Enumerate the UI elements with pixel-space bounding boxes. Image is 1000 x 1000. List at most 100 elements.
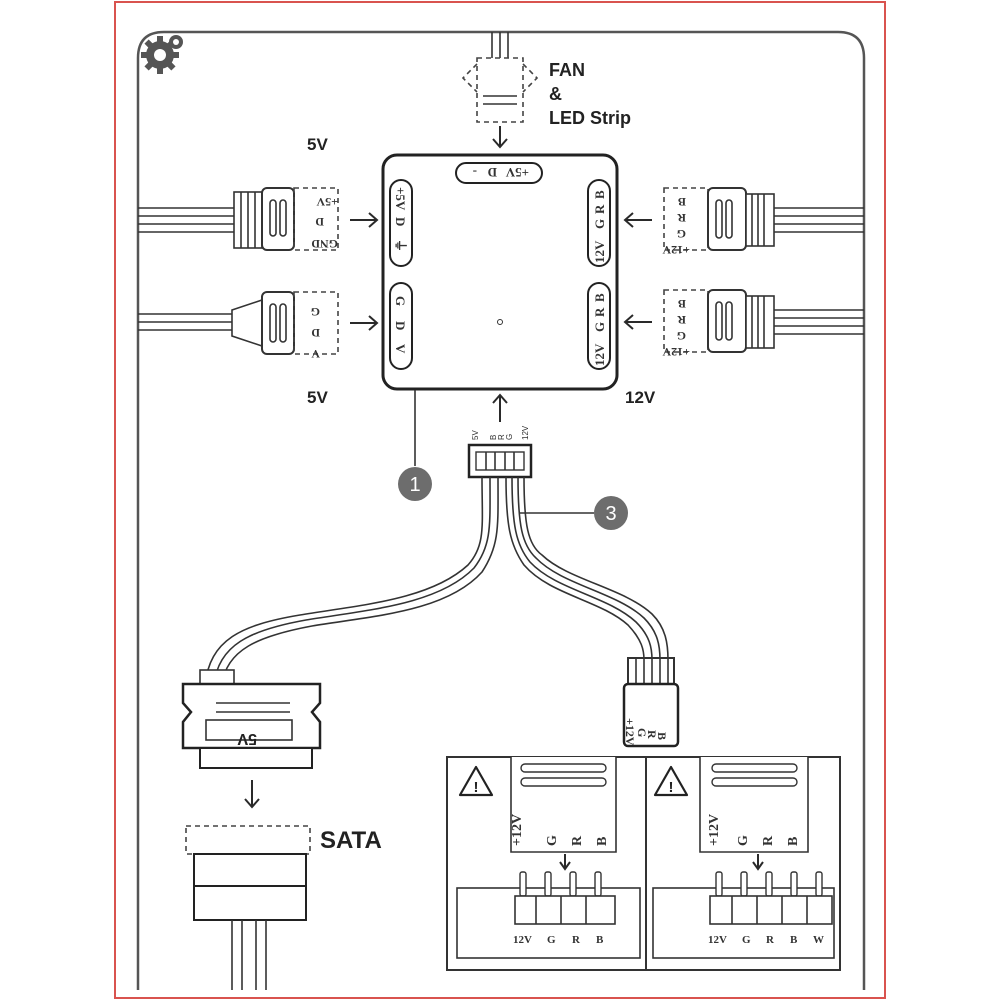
right-header-pin-3: R [766,934,775,946]
hub-bottom-arrow-icon [492,393,508,422]
cable-bundle [204,476,669,686]
fan-label-line1: FAN [549,60,585,80]
hub-left-bottom-label-1: G [393,296,408,306]
svg-text:!: ! [669,779,674,796]
hub-right-bottom-label-4: B [592,293,607,302]
fan-label-line2: & [549,84,562,104]
gears-icon [141,35,183,74]
inner-panel [136,30,866,990]
hub-body [381,153,619,391]
right-bottom-connector-pin-2: G [677,329,686,343]
sata-plug-label: 5V [237,730,257,747]
left-header-pin-2: G [547,934,556,946]
rgb-plug-pin-4: B [655,732,669,740]
sata-label: SATA [320,827,382,854]
left-top-connector-pin-1: +5V [316,195,338,209]
right-top-connector [663,187,864,251]
warning-triangle-icon: ! [458,765,494,797]
hub-input-plug [467,443,533,479]
warning-triangle-icon: ! [653,765,689,797]
hub-top-port-label-3: - [473,165,477,180]
hub-top-port-label-1: +5V [505,165,529,180]
fan-connector [461,32,539,123]
hub-top-port: +5V D - [455,162,543,184]
right-header-card-label-1: +12V [707,814,722,846]
right-bottom-connector-pin-4: B [678,297,686,311]
left-header-pin-4: B [596,934,604,946]
hub-left-bottom-label-2: D [393,321,408,330]
hub-right-bottom-label-3: R [592,307,607,317]
hub-bottom-pin-1: 5V [471,430,480,440]
right-top-connector-pin-2: G [677,227,686,241]
hub-bottom-pin-3: R [497,434,506,440]
hub-left-top-port: +5V D ⏚ [389,179,413,267]
right-header-pin-2: G [742,934,751,946]
right-bottom-connector [663,289,864,353]
right-header-pin-4: B [790,934,798,946]
hub-left-top-label-3: ⏚ [393,239,408,252]
right-top-arrow-icon [623,212,652,228]
hub-bottom-pin-2: B [489,435,498,440]
fan-label-line3: LED Strip [549,108,631,128]
right-header: ! +12V G R B 12V G R B W [652,757,835,959]
left-header-card-label-3: R [570,835,585,846]
right-bottom-voltage-label: 12V [625,388,656,407]
hub-left-bottom-label-3: V [393,344,408,354]
hub-right-bottom-port: 12V G R B [587,282,611,370]
left-bottom-connector-pin-3: V [311,347,320,361]
badge-three-label: 3 [605,503,616,525]
hub-bottom-pin-labels: 5V B R G 12V [471,425,530,440]
hub-right-top-label-1: 12V [592,240,607,263]
left-header-pins [514,871,616,925]
hub-right-bottom-label-1: 12V [592,343,607,366]
hub-bottom-pin-5: 12V [521,425,530,440]
hub-left-bottom-port: G D V [389,282,413,370]
svg-text:!: ! [474,779,479,796]
rgb-plug-pin-1: +12V [623,718,637,746]
left-header-card-label-4: B [595,837,610,846]
outer-frame [114,1,886,999]
right-top-connector-pin-4: B [678,195,686,209]
right-top-connector-pin-3: R [677,211,686,225]
sata-arrow-icon [244,780,260,809]
rgb-plug [622,657,680,748]
left-bottom-voltage-label: 5V [307,388,328,407]
left-top-connector-pin-3: GND [311,237,338,251]
right-bottom-connector-pin-3: R [677,313,686,327]
rgb-plug-pin-3: R [645,730,659,739]
left-top-connector-pin-2: D [315,215,324,229]
left-header: ! +12V G R B 12V G R B [456,757,641,959]
left-header-pin-3: R [572,934,581,946]
left-header-card-label-1: +12V [510,814,525,846]
right-top-connector-pin-1: +12V [662,243,690,257]
right-header-card-label-3: R [761,835,776,846]
hub-center-dot [497,319,503,325]
left-bottom-connector [138,291,339,355]
rgb-plug-labels: +12V G R B [623,718,669,746]
right-bottom-arrow-icon [623,314,652,330]
right-header-pin-1: 12V [708,934,727,946]
left-top-voltage-label: 5V [307,135,328,154]
right-header-pins [709,871,833,925]
hub-right-top-label-3: R [592,204,607,214]
sata-socket [185,825,311,990]
hub-bottom-pin-4: G [505,434,514,440]
hub-right-top-label-2: G [592,219,607,229]
left-header-pin-1: 12V [513,934,532,946]
right-bottom-connector-pin-1: +12V [662,345,690,359]
hub-right-top-label-4: B [592,190,607,199]
hub-left-top-label-2: D [393,217,408,226]
left-bottom-arrow-icon [350,315,379,331]
right-header-card-label-2: G [736,835,751,846]
badge-one: 1 [398,390,432,501]
sata-plug: 5V [181,669,322,769]
hub-top-port-label-2: D [488,165,497,180]
hub-right-bottom-label-2: G [592,322,607,332]
rgb-plug-pin-2: G [635,728,649,737]
badge-three: 3 [520,496,628,530]
left-top-connector [138,187,339,251]
hub-right-top-port: 12V G R B [587,179,611,267]
left-top-arrow-icon [350,212,379,228]
hub-left-top-label-1: +5V [393,187,408,211]
fan-arrow-icon [492,126,508,149]
